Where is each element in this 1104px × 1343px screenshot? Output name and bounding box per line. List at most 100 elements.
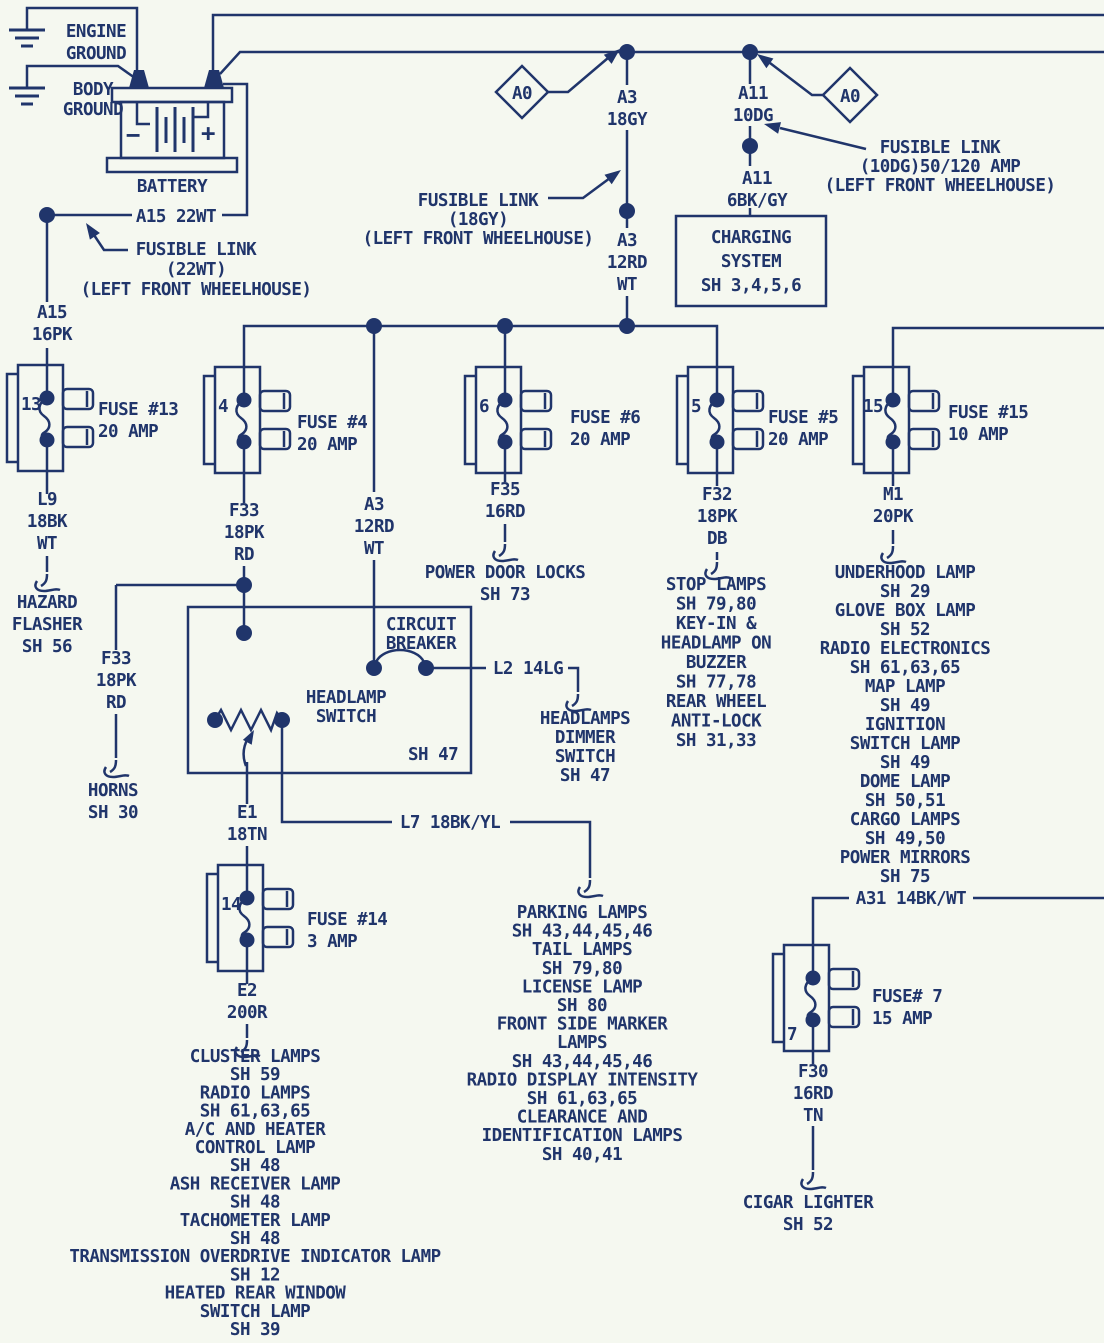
e2-loads-dest-line-11: TRANSMISSION OVERDRIVE INDICATOR LAMP bbox=[69, 1247, 440, 1267]
fuse15-feed-bus bbox=[891, 326, 1104, 400]
fuse-15: 15 bbox=[851, 365, 941, 475]
e2-loads-dest-line-1: SH 59 bbox=[230, 1065, 280, 1085]
fusible-18gy-text: FUSIBLE LINK(18GY)(LEFT FRONT WHEELHOUSE… bbox=[363, 191, 594, 249]
headlamp-dimmer-dest-line-3: SH 47 bbox=[560, 766, 610, 786]
m1-pigtail-icon bbox=[880, 544, 908, 565]
a3-12rd-upper-label-line-1: 12RD bbox=[607, 253, 647, 273]
l7-loads-dest-line-4: LICENSE LAMP bbox=[522, 977, 642, 997]
f33-horns-label-line-0: F33 bbox=[101, 649, 131, 669]
m1-loads-dest-line-5: SH 61,63,65 bbox=[850, 658, 960, 678]
fusible-22wt-text-line-1: (22WT) bbox=[166, 260, 226, 280]
fuse-15-number: 15 bbox=[863, 397, 883, 417]
e2-loads-dest-line-14: SWITCH LAMP bbox=[200, 1302, 310, 1322]
l7-loads-dest-line-8: SH 43,44,45,46 bbox=[512, 1052, 653, 1072]
top-bus-1 bbox=[211, 13, 1104, 71]
rheostat-zigzag bbox=[213, 707, 284, 734]
fusible-18gy-pointer bbox=[548, 176, 611, 200]
fuse-5: 5 bbox=[675, 365, 765, 475]
f32-loads-dest-line-8: SH 31,33 bbox=[676, 731, 756, 751]
fusible-18gy-text-line-2: (LEFT FRONT WHEELHOUSE) bbox=[363, 229, 594, 249]
fuse-4-label-line-0: FUSE #4 bbox=[297, 413, 367, 433]
cigar-lighter-dest-line-0: CIGAR LIGHTER bbox=[743, 1193, 874, 1213]
fusible-22wt-pointer bbox=[90, 231, 128, 252]
engine-ground-label-line-1: GROUND bbox=[66, 44, 126, 64]
f35-label-line-1: 16RD bbox=[485, 502, 525, 522]
a3-18gy-label-line-1: 18GY bbox=[607, 110, 648, 130]
fuse-4-label: FUSE #420 AMP bbox=[297, 413, 368, 455]
l2-label: L2 14LG bbox=[493, 659, 563, 679]
junction-dots bbox=[39, 44, 758, 728]
l9-label-line-1: 18BK bbox=[27, 512, 68, 532]
f33-fuse-label-line-2: RD bbox=[234, 545, 254, 565]
circuit-breaker-label-line-0: CIRCUIT bbox=[386, 615, 456, 635]
m1-loads-dest-line-1: SH 29 bbox=[880, 582, 930, 602]
l7-loads-dest-line-2: TAIL LAMPS bbox=[532, 940, 632, 960]
fuse-13-label-line-0: FUSE #13 bbox=[98, 400, 178, 420]
e2-loads-dest-line-2: RADIO LAMPS bbox=[200, 1083, 310, 1103]
e2-label-line-0: E2 bbox=[237, 981, 257, 1001]
m1-loads-dest-line-9: SWITCH LAMP bbox=[850, 734, 960, 754]
f32-loads-dest-line-7: ANTI-LOCK bbox=[671, 712, 762, 732]
fuse-4: 4 bbox=[202, 365, 292, 475]
f32-loads-dest-line-4: BUZZER bbox=[686, 653, 747, 673]
power-door-pigtail-icon bbox=[492, 542, 520, 563]
fusible-link-10dg bbox=[764, 122, 867, 151]
hazard-flasher-dest-line-0: HAZARD bbox=[17, 593, 77, 613]
e2-loads-dest-line-12: SH 12 bbox=[230, 1265, 280, 1285]
horns-dest-line-0: HORNS bbox=[88, 781, 138, 801]
a11-10dg-label-line-0: A11 bbox=[738, 84, 768, 104]
fuse-5-label: FUSE #520 AMP bbox=[768, 408, 839, 450]
fuse-13: 13 bbox=[5, 363, 95, 473]
l7-wire bbox=[280, 720, 592, 878]
l7-label: L7 18BK/YL bbox=[400, 813, 500, 833]
f32-loads-dest-line-3: HEADLAMP ON bbox=[661, 634, 771, 654]
headlamp-dimmer-dest-line-0: HEADLAMPS bbox=[540, 709, 630, 729]
top-bus-2 bbox=[219, 50, 1104, 75]
e2-loads-dest-line-15: SH 39 bbox=[230, 1320, 280, 1340]
battery-minus-sign: − bbox=[126, 121, 140, 149]
m1-loads-dest-line-0: UNDERHOOD LAMP bbox=[835, 563, 976, 583]
m1-label-line-1: 20PK bbox=[873, 507, 914, 527]
fuse-4-number: 4 bbox=[218, 397, 228, 417]
m1-loads-dest-line-10: SH 49 bbox=[880, 753, 930, 773]
f30-pigtail-icon bbox=[800, 1170, 828, 1191]
l7-loads-dest-line-13: SH 40,41 bbox=[542, 1145, 622, 1165]
body-ground-label-line-0: BODY bbox=[73, 80, 114, 100]
l7-loads-dest-line-11: CLEARANCE AND bbox=[517, 1108, 647, 1128]
fuse-14-number: 14 bbox=[221, 895, 241, 915]
fuse-5-label-line-1: 20 AMP bbox=[768, 430, 828, 450]
battery-plates bbox=[155, 107, 195, 152]
headlamp-switch-sheet: SH 47 bbox=[408, 745, 458, 765]
fuse-7-label: FUSE# 715 AMP bbox=[872, 987, 943, 1029]
fuse-5-number: 5 bbox=[691, 397, 701, 417]
a0-left-pointer bbox=[548, 57, 609, 94]
f32-loads-dest-line-5: SH 77,78 bbox=[676, 673, 756, 693]
e2-loads-dest-line-6: SH 48 bbox=[230, 1156, 280, 1176]
l7-loads-dest-line-12: IDENTIFICATION LAMPS bbox=[482, 1126, 683, 1146]
e1-label-line-0: E1 bbox=[237, 803, 257, 823]
l7-loads-dest-line-1: SH 43,44,45,46 bbox=[512, 922, 653, 942]
fusible-link-18gy bbox=[548, 170, 621, 200]
f35-label-line-0: F35 bbox=[490, 480, 520, 500]
f32-loads-dest-line-1: SH 79,80 bbox=[676, 595, 756, 615]
horns-dest-line-1: SH 30 bbox=[88, 803, 138, 823]
fuse-14-label: FUSE #143 AMP bbox=[307, 910, 388, 952]
battery-label: BATTERY bbox=[137, 177, 208, 197]
a15-22wt-wire bbox=[222, 82, 249, 217]
f33-fuse-label-line-1: 18PK bbox=[224, 523, 265, 543]
e2-loads-dest-line-4: A/C AND HEATER bbox=[185, 1120, 326, 1140]
